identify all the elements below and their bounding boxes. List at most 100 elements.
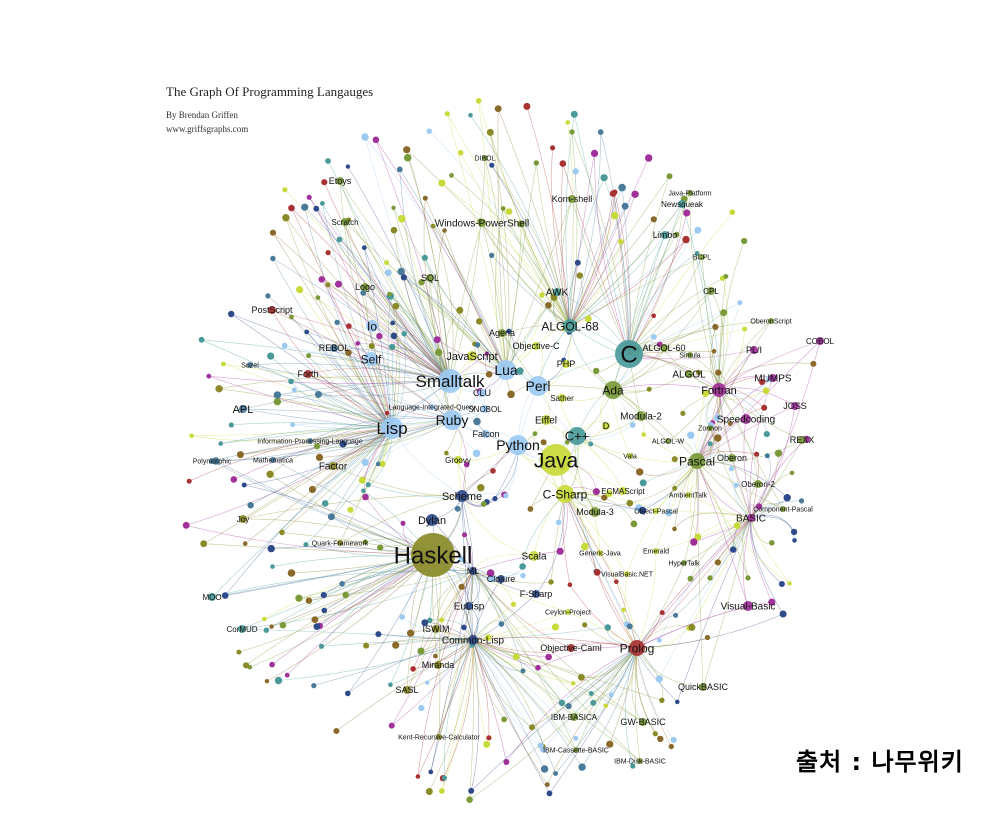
- graph-node-dot: [545, 653, 552, 661]
- graph-node-dot: [392, 641, 400, 649]
- graph-node-dot: [403, 146, 411, 154]
- node-label: D: [603, 421, 610, 431]
- graph-edge: [750, 439, 807, 519]
- graph-node-dot: [421, 619, 429, 627]
- node-label: Miranda: [422, 660, 455, 670]
- graph-edge: [386, 262, 451, 382]
- graph-node-dot: [270, 564, 275, 569]
- graph-edge: [625, 647, 638, 767]
- graph-edge: [370, 358, 453, 421]
- graph-edge: [322, 203, 393, 429]
- graph-edge: [481, 222, 571, 327]
- graph-edge: [561, 163, 571, 327]
- graph-edge: [636, 517, 752, 649]
- graph-edge: [400, 271, 451, 382]
- graph-edge: [562, 163, 630, 355]
- graph-edge: [635, 647, 656, 734]
- node-circle: [661, 231, 669, 239]
- graph-node-dot: [486, 735, 492, 741]
- node-objective-c: Objective-C: [512, 341, 560, 351]
- graph-edge: [750, 472, 793, 519]
- graph-edge: [750, 516, 795, 541]
- node-label: Quark-Framework: [312, 541, 369, 548]
- graph-edge: [406, 149, 571, 327]
- graph-edge: [472, 639, 490, 738]
- node-circle: [438, 369, 462, 393]
- node-label: QuickBASIC: [678, 682, 729, 692]
- graph-edge: [569, 584, 638, 649]
- node-gw-basic: GW-BASIC: [620, 717, 666, 727]
- node-circle: [304, 370, 312, 378]
- node-information-processing-language: Information-Processing-Language: [257, 438, 363, 446]
- graph-edge: [191, 419, 453, 437]
- graph-edge: [441, 570, 474, 620]
- graph-edge: [312, 427, 393, 490]
- node-circle: [498, 329, 506, 337]
- graph-node-dot: [695, 369, 702, 376]
- graph-edge: [628, 253, 698, 355]
- node-quickbasic: QuickBASIC: [678, 682, 729, 692]
- node-cobol: COBOL: [806, 337, 835, 346]
- graph-edge: [242, 380, 451, 410]
- graph-node-dot: [651, 313, 656, 319]
- graph-edge: [321, 279, 451, 382]
- node-fortran: Fortran: [701, 383, 737, 397]
- graph-node-dot: [714, 434, 722, 442]
- graph-edge: [348, 325, 393, 429]
- node-label: Object-Pascal: [634, 509, 678, 516]
- node-label: AWK: [546, 288, 569, 299]
- node-java-platform: Java-Platform: [668, 190, 712, 198]
- graph-edge: [569, 219, 655, 327]
- node-circle: [660, 344, 668, 352]
- graph-node-dot: [321, 179, 328, 186]
- graph-node-dot: [694, 251, 700, 256]
- graph-node-dot: [288, 204, 295, 212]
- graph-edge: [441, 570, 474, 792]
- graph-edge: [344, 221, 507, 371]
- graph-edge: [201, 339, 451, 382]
- graph-node-dot: [655, 675, 663, 683]
- graph-edge: [428, 277, 451, 382]
- graph-node-dot: [189, 433, 194, 439]
- graph-node-dot: [441, 775, 447, 781]
- graph-edge: [291, 207, 393, 429]
- graph-edge: [696, 460, 704, 688]
- node-perl: Perl: [526, 376, 550, 396]
- graph-edge: [743, 418, 752, 519]
- graph-node-dot: [269, 661, 275, 668]
- node-pascal: Pascal: [679, 453, 715, 469]
- graph-edge: [461, 495, 474, 572]
- graph-node-dot: [325, 282, 331, 288]
- node-circle: [627, 453, 633, 459]
- node-dibol: DIBOL: [474, 155, 496, 163]
- node-circle: [478, 219, 486, 227]
- node-label: GW-BASIC: [620, 717, 666, 727]
- graph-edge: [569, 192, 691, 327]
- graph-edge: [429, 277, 507, 371]
- graph-node-dot: [533, 160, 539, 166]
- graph-node-dot: [358, 476, 366, 484]
- graph-edge: [266, 554, 434, 682]
- node-postscript: PostScript: [251, 305, 293, 315]
- graph-edge: [437, 230, 451, 382]
- graph-edge: [407, 157, 451, 382]
- graph-edge: [277, 380, 451, 396]
- graph-node-dot: [606, 490, 613, 497]
- graph-node-dot: [687, 575, 694, 582]
- node-label: Agena: [489, 328, 515, 338]
- node-label: BASIC: [736, 514, 766, 525]
- node-label: Oberon-2: [741, 480, 775, 489]
- graph-edge: [242, 518, 434, 556]
- node-circle: [239, 515, 247, 523]
- graph-edge: [628, 302, 740, 355]
- graph-byline: By Brendan Griffen: [166, 110, 238, 120]
- graph-edge: [399, 169, 507, 371]
- graph-node-dot: [588, 691, 594, 696]
- graph-edge: [683, 460, 698, 564]
- node-circle: [816, 337, 824, 345]
- node-label: PHP: [557, 359, 576, 369]
- graph-edge: [472, 639, 572, 653]
- graph-node-dot: [375, 631, 382, 638]
- graph-edge: [472, 570, 572, 649]
- graph-edge: [628, 320, 772, 355]
